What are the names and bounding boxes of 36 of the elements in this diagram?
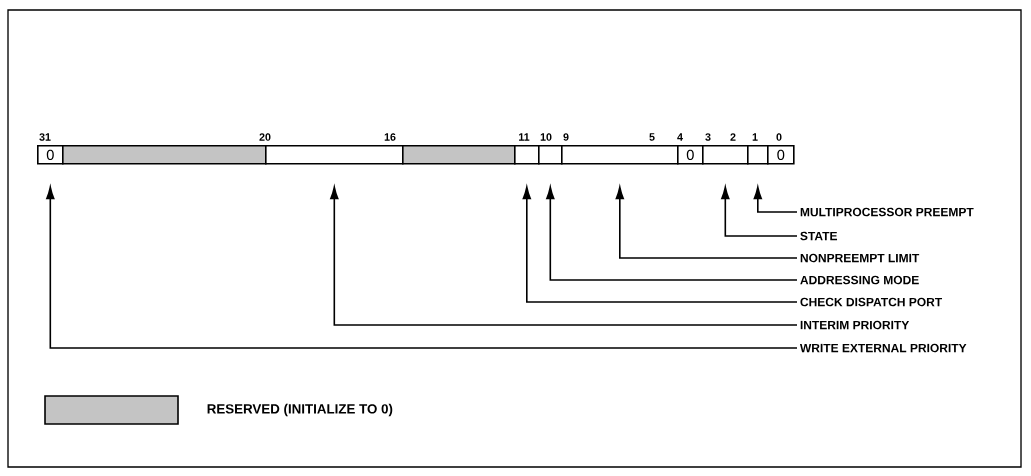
bit-number: 0	[776, 133, 782, 141]
leader-arrow	[615, 186, 798, 259]
field-label: NONPREEMPT LIMIT	[800, 253, 920, 263]
field-label: ADDRESSING MODE	[800, 275, 919, 285]
field-label: CHECK DISPATCH PORT	[800, 297, 942, 307]
reserved-field	[402, 145, 516, 165]
reserved-field	[62, 145, 267, 165]
bit-number: 4	[677, 133, 683, 141]
leader-arrow	[546, 186, 798, 281]
leader-arrow	[721, 186, 798, 237]
bit-number: 3	[705, 133, 711, 141]
leader-arrow	[753, 186, 798, 213]
field-label: STATE	[800, 231, 837, 241]
bit-number: 31	[39, 133, 51, 141]
leader-arrow	[522, 186, 798, 303]
leader-arrow	[330, 186, 798, 326]
bit-number: 16	[384, 133, 396, 141]
bit-number: 2	[730, 133, 736, 141]
bit-number: 11	[519, 133, 530, 141]
bit-number: 1	[752, 133, 758, 141]
bit-number: 10	[540, 133, 552, 141]
field-label: MULTIPROCESSOR PREEMPT	[800, 207, 974, 217]
bit-field	[514, 145, 540, 165]
bit-number: 20	[259, 133, 271, 141]
bit-number: 9	[563, 133, 569, 141]
zero-bit-field: 0	[767, 145, 795, 165]
bit-field	[538, 145, 563, 165]
zero-bit-field: 0	[37, 145, 64, 165]
bit-number: 5	[649, 133, 655, 141]
zero-bit-field: 0	[677, 145, 704, 165]
legend-label: RESERVED (INITIALIZE TO 0)	[207, 403, 393, 417]
field-label: INTERIM PRIORITY	[800, 320, 910, 330]
field-label: WRITE EXTERNAL PRIORITY	[799, 343, 967, 353]
bit-field	[265, 145, 404, 165]
leader-arrow	[46, 186, 798, 349]
bit-field	[747, 145, 769, 165]
